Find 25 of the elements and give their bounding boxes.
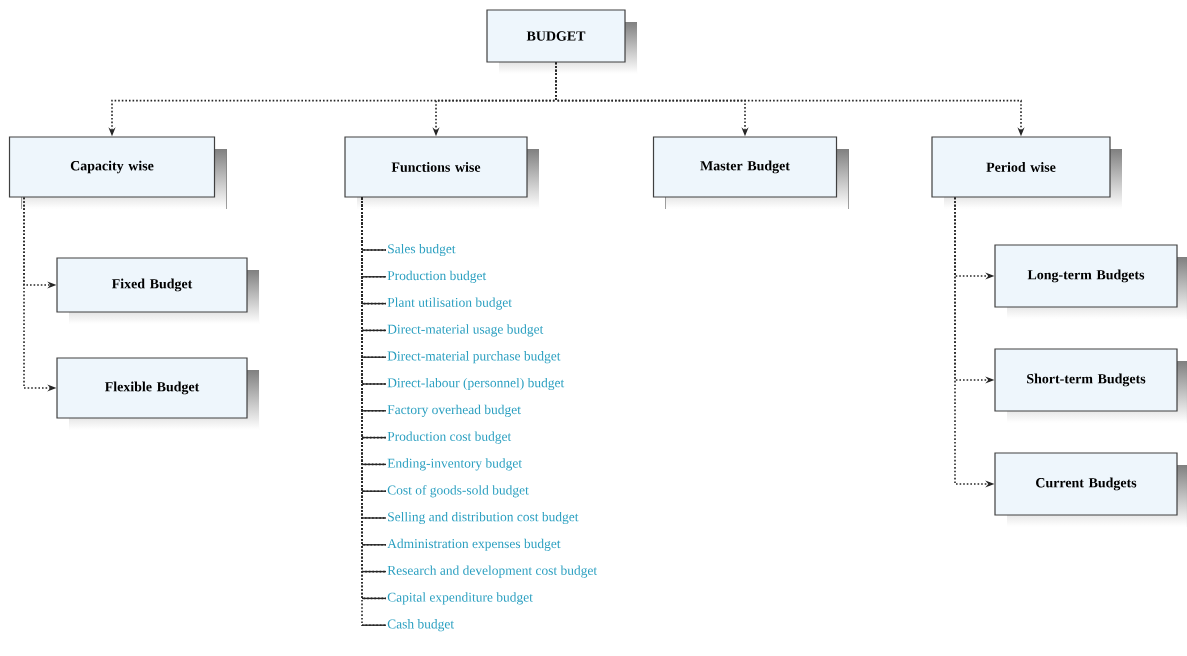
list-item: Production budget [387,270,487,283]
category-box: Functions wise [344,136,539,209]
category-box: Period wise [931,136,1122,209]
list-item: Sales budget [388,243,456,257]
list-item: Cost of goods-sold budget [387,485,529,498]
category-box: BUDGET [486,9,637,74]
list-item: Research and development cost budget [387,565,598,578]
category-box: Long-term Budgets [994,244,1187,319]
category-box: Current Budgets [994,452,1187,527]
list-item: Selling and distribution cost budget [388,511,579,525]
category-box: Flexible Budget [56,357,259,430]
category-box: Fixed Budget [56,257,259,324]
list-item: Production cost budget [387,431,512,444]
list-item: Direct-material purchase budget [387,351,561,364]
list-item: Administration expenses budget [387,538,561,551]
category-box: Short-term Budgets [994,348,1187,423]
category-box: Master Budget [652,136,849,209]
list-item: Direct-material usage budget [387,324,544,337]
list-item: Direct-labour (personnel) budget [387,377,565,391]
category-box: Capacity wise [8,136,227,209]
list-item: Plant utilisation budget [387,297,512,310]
list-item: Capital expenditure budget [387,592,533,605]
list-item: Cash budget [387,619,454,632]
list-item: Ending-inventory budget [387,458,522,471]
list-item: Factory overhead budget [387,404,521,417]
